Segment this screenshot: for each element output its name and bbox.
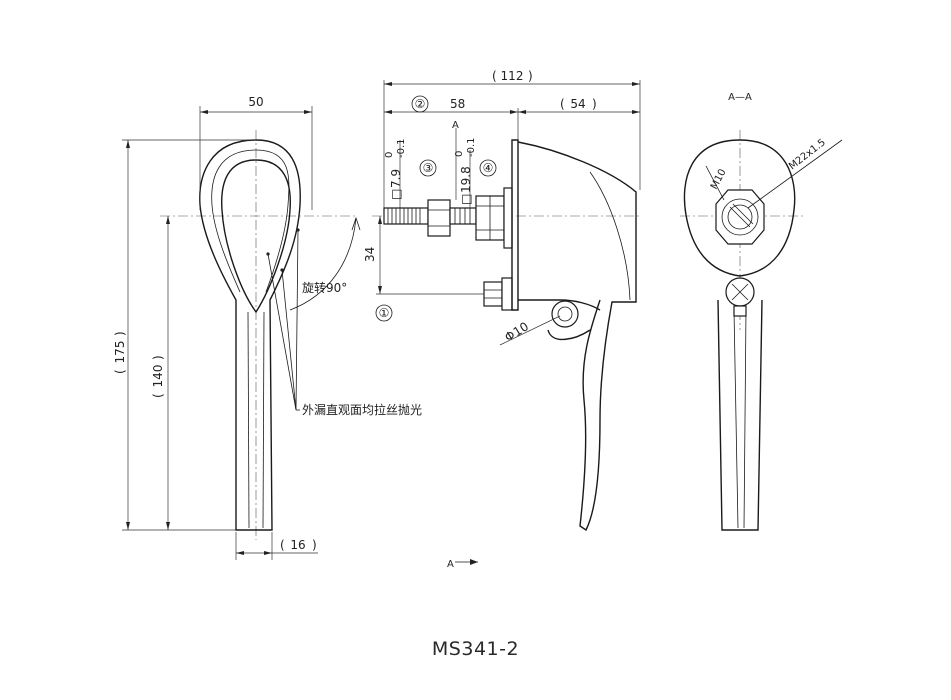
dim-handle-width: 50 (248, 95, 263, 109)
dim-pin-dia: 10 (511, 319, 531, 339)
section-marker-top: A (452, 120, 459, 131)
front-view (122, 106, 361, 560)
dim-height-total-paren-r: ) (113, 331, 127, 336)
side-view (372, 80, 641, 532)
dim-shaft-b: 19.8 (459, 166, 473, 193)
balloon-3: ③ (423, 161, 434, 175)
dim-bottom-width: 16 (290, 538, 305, 552)
balloon-1: ① (379, 306, 390, 320)
square-symbol-a: □ (389, 189, 403, 200)
dim-total-paren-l: ( (492, 69, 497, 83)
balloon-2: ② (415, 97, 426, 111)
section-marker-bottom: A (447, 559, 454, 570)
dim-height-total-paren-l: ( (113, 369, 127, 374)
balloon-4: ④ (483, 161, 494, 175)
finish-note: 外漏直观面均拉丝抛光 (302, 402, 422, 417)
dim-total-length: 112 (501, 69, 524, 83)
dim-shaft-a-tol-low: -0.1 (396, 138, 407, 158)
dim-right-part: 54 (570, 97, 585, 111)
dim-left-part: 58 (450, 97, 465, 111)
drawing-caption: MS341-2 (431, 638, 520, 660)
dim-offset: 34 (363, 247, 377, 262)
square-symbol-b: □ (459, 194, 473, 205)
dim-right-paren-r: ) (592, 97, 597, 111)
thread-m10: M10 (709, 167, 729, 191)
section-view (680, 130, 843, 531)
dim-shaft-b-tol-up: 0 (454, 151, 465, 157)
rotate-note: 旋转90° (302, 280, 347, 295)
dim-height-lever: 140 (151, 365, 165, 388)
dim-shaft-a: 7.9 (389, 169, 403, 188)
dim-right-paren-l: ( (560, 97, 565, 111)
dim-height-total: 175 (113, 341, 127, 364)
section-arrow-head (470, 559, 478, 565)
dim-total-paren-r: ) (528, 69, 533, 83)
dim-shaft-b-tol-low: -0.1 (466, 137, 477, 157)
dim-height-lever-paren-r: ) (151, 355, 165, 360)
dim-bottom-paren-l: ( (280, 538, 285, 552)
dim-shaft-a-tol-up: 0 (384, 152, 395, 158)
dim-bottom-paren-r: ) (312, 538, 317, 552)
section-title: A—A (728, 92, 752, 103)
dim-height-lever-paren-l: ( (151, 393, 165, 398)
